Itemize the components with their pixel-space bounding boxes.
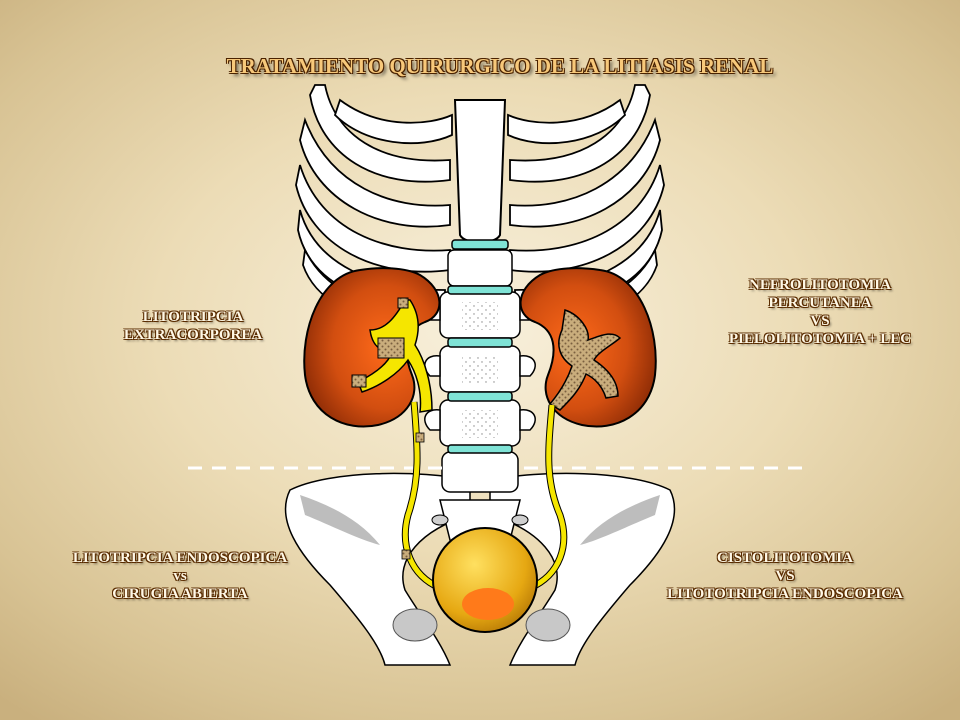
label-cistolitotomia: CISTOLITOTOMIA VS LITOTOTRIPCIA ENDOSCOP… bbox=[620, 549, 950, 603]
label-line: VS bbox=[775, 568, 795, 584]
label-line: LITOTRIPCIA ENDOSCOPICA bbox=[72, 550, 288, 566]
label-line: CIRUGIA ABIERTA bbox=[112, 586, 248, 602]
sternum bbox=[453, 99, 507, 244]
label-line: VS bbox=[810, 313, 830, 329]
label-line: LITOTRIPCIA bbox=[142, 309, 244, 325]
bladder bbox=[432, 527, 538, 633]
spine bbox=[424, 239, 536, 493]
label-litotripcia-endoscopica: LITOTRIPCIA ENDOSCOPICA vs CIRUGIA ABIER… bbox=[20, 549, 340, 603]
page-title: TRATAMIENTO QUIRURGICO DE LA LITIASIS RE… bbox=[226, 54, 774, 78]
label-nefrolitotomia: NEFROLITOTOMIA PERCUTANEA VS PIELOLITOTO… bbox=[690, 276, 950, 348]
label-line: CISTOLITOTOMIA bbox=[717, 550, 853, 566]
label-line: LITOTOTRIPCIA ENDOSCOPICA bbox=[667, 586, 903, 602]
left-kidney bbox=[303, 267, 441, 428]
label-line: PERCUTANEA bbox=[768, 295, 872, 311]
right-kidney bbox=[519, 267, 657, 428]
label-line: PIELOLITOTOMIA + LEC bbox=[728, 331, 912, 347]
label-line: EXTRACORPOREA bbox=[123, 327, 263, 343]
label-line: vs bbox=[173, 568, 187, 584]
label-litotripcia-extracorporea: LITOTRIPCIA EXTRACORPOREA bbox=[88, 308, 298, 344]
label-line: NEFROLITOTOMIA bbox=[749, 277, 891, 293]
ureters bbox=[401, 401, 568, 592]
